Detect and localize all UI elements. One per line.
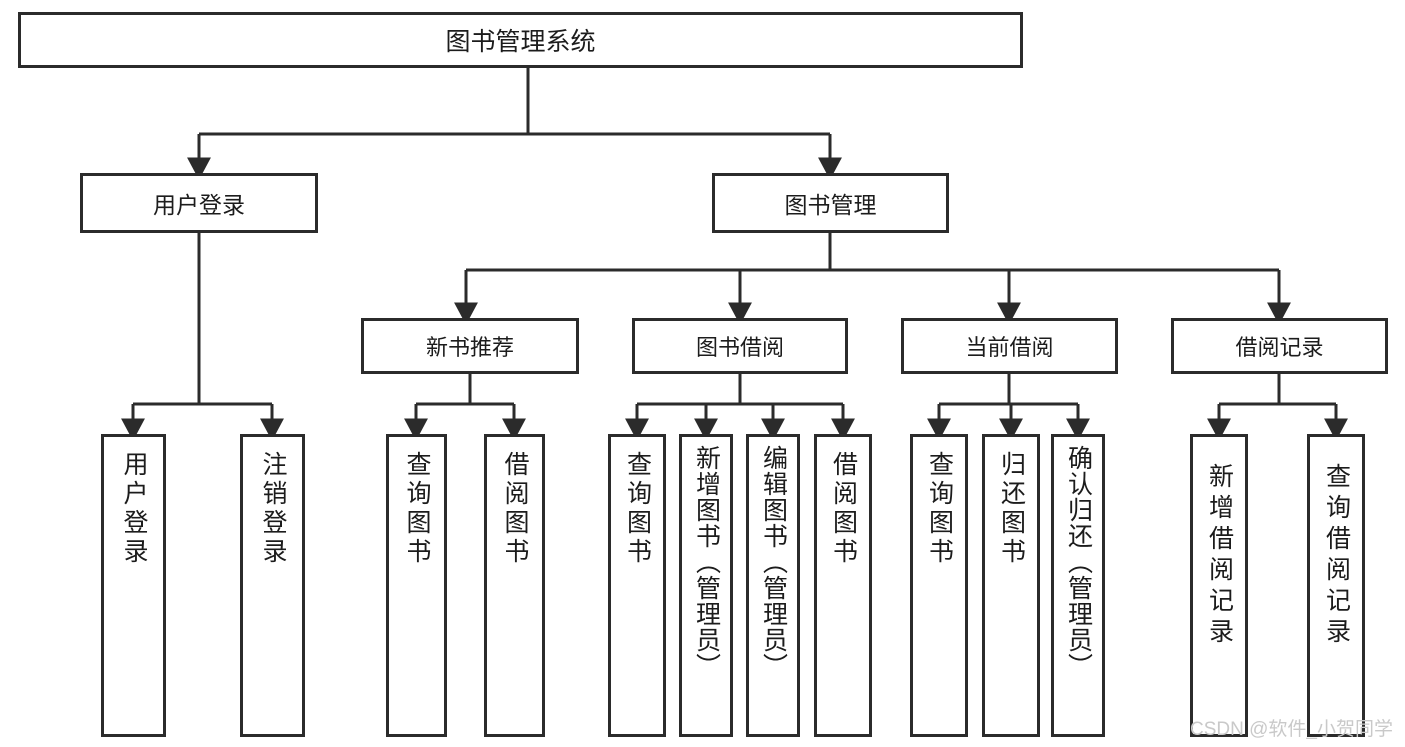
node-leaf-query-book-3[interactable]: 查询图书 (910, 434, 968, 737)
node-leaf-query-book-3-label: 查询图书 (925, 451, 954, 567)
node-user-login-label: 用户登录 (153, 192, 245, 218)
node-leaf-borrow-book-2-label: 借阅图书 (829, 451, 858, 567)
node-book-borrow-label: 图书借阅 (695, 335, 784, 360)
node-user-login[interactable]: 用户登录 (80, 173, 318, 233)
node-new-book-recommend[interactable]: 新书推荐 (361, 318, 579, 374)
node-leaf-confirm-return[interactable]: 确认归还（管理员） (1051, 434, 1105, 737)
node-leaf-confirm-return-label: 确认归还（管理员） (1064, 445, 1093, 679)
node-leaf-borrow-book-2[interactable]: 借阅图书 (814, 434, 872, 737)
node-leaf-query-record-label: 查询借阅记录 (1322, 463, 1351, 649)
node-leaf-add-record-label: 新增借阅记录 (1205, 463, 1234, 649)
node-leaf-return-book[interactable]: 归还图书 (982, 434, 1040, 737)
node-root-label: 图书管理系统 (445, 28, 596, 56)
node-leaf-query-book-1-label: 查询图书 (403, 451, 431, 567)
node-root[interactable]: 图书管理系统 (18, 12, 1023, 68)
node-leaf-add-book-label: 新增图书（管理员） (692, 445, 721, 679)
node-leaf-add-record[interactable]: 新增借阅记录 (1190, 434, 1248, 737)
node-leaf-query-book-2[interactable]: 查询图书 (608, 434, 666, 737)
node-current-borrow[interactable]: 当前借阅 (901, 318, 1118, 374)
node-leaf-borrow-book-1[interactable]: 借阅图书 (484, 434, 545, 737)
node-leaf-edit-book-label: 编辑图书（管理员） (759, 445, 788, 679)
node-leaf-query-book-2-label: 查询图书 (623, 451, 652, 567)
node-borrow-record[interactable]: 借阅记录 (1171, 318, 1388, 374)
node-leaf-user-logout-label: 注销登录 (259, 451, 287, 567)
node-leaf-add-book[interactable]: 新增图书（管理员） (679, 434, 733, 737)
node-current-borrow-label: 当前借阅 (965, 335, 1054, 360)
node-leaf-user-login[interactable]: 用户登录 (101, 434, 166, 737)
node-book-manage[interactable]: 图书管理 (712, 173, 949, 233)
node-leaf-query-record[interactable]: 查询借阅记录 (1307, 434, 1365, 737)
watermark-text: CSDN @软件_小贺同学 (1190, 719, 1393, 740)
node-borrow-record-label: 借阅记录 (1235, 335, 1324, 360)
node-leaf-borrow-book-1-label: 借阅图书 (501, 451, 529, 567)
node-leaf-return-book-label: 归还图书 (997, 451, 1026, 567)
node-book-borrow[interactable]: 图书借阅 (632, 318, 848, 374)
node-book-manage-label: 图书管理 (784, 192, 877, 218)
node-leaf-user-logout[interactable]: 注销登录 (240, 434, 305, 737)
node-leaf-edit-book[interactable]: 编辑图书（管理员） (746, 434, 800, 737)
node-leaf-user-login-label: 用户登录 (120, 451, 148, 567)
node-new-book-recommend-label: 新书推荐 (425, 335, 514, 360)
node-leaf-query-book-1[interactable]: 查询图书 (386, 434, 447, 737)
